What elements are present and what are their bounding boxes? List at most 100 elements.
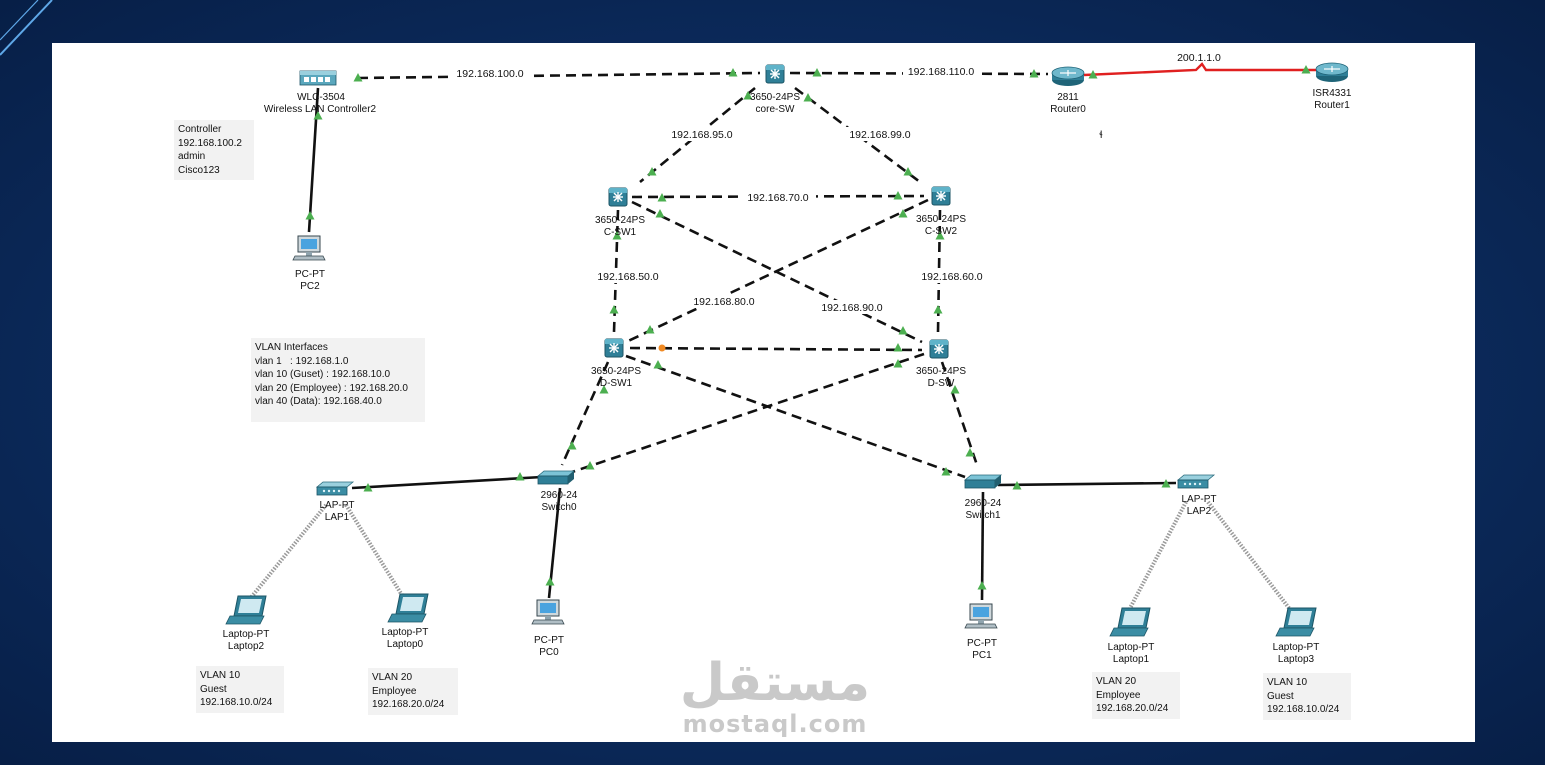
wlc-icon: [299, 70, 337, 86]
link-core-csw1: [639, 86, 756, 184]
switch-icon: [964, 474, 1002, 489]
note-line: Controller: [178, 124, 222, 135]
link-dsw1-dsw2: [629, 346, 923, 352]
switch1-model: 2960-24: [965, 498, 1002, 509]
wireless-lap1-laptop0: [344, 503, 407, 602]
device-labels: WLC-3504 Wireless LAN Controller2 3650-2…: [223, 88, 1352, 665]
link-router0-router1-serial: [1083, 62, 1320, 77]
csw1-device[interactable]: [608, 187, 628, 207]
note-line: Employee: [1096, 689, 1141, 701]
net-label-csw1-dsw2: 192.168.90.0: [821, 302, 882, 314]
pc2-name: PC2: [300, 281, 320, 292]
laptop3-vlan-note: VLAN 10 Guest 192.168.10.0/24: [1263, 673, 1351, 720]
router1-name: Router1: [1314, 100, 1350, 111]
laptop-icon: [1109, 607, 1151, 637]
router-icon: [1051, 66, 1085, 87]
wlc-name: Wireless LAN Controller2: [264, 104, 377, 115]
note-line: VLAN 20: [1096, 676, 1137, 687]
link-switch1-lap2: [997, 481, 1177, 487]
port-indicators: [305, 65, 1311, 590]
core-name: core-SW: [756, 104, 795, 115]
laptop2-device[interactable]: [225, 595, 267, 625]
port-amber-indicator: [658, 344, 666, 352]
wireless-lap2-laptop1: [1126, 501, 1188, 613]
multilayer-switch-icon: [608, 187, 628, 207]
wireless-lap1-laptop2: [247, 503, 328, 602]
multilayer-switch-icon: [931, 186, 951, 206]
csw2-device[interactable]: [931, 186, 951, 206]
switch1-device[interactable]: [964, 474, 1002, 489]
lap2-device[interactable]: [1177, 474, 1215, 489]
lap1-device[interactable]: [316, 481, 354, 496]
laptop1-device[interactable]: [1109, 607, 1151, 637]
router1-model: ISR4331: [1313, 88, 1352, 99]
core-sw-device[interactable]: [765, 64, 785, 84]
note-line: Guest: [1267, 690, 1294, 702]
pc2-device[interactable]: [292, 235, 326, 261]
multilayer-switch-icon: [765, 64, 785, 84]
link-core-csw2: [794, 86, 921, 184]
pc0-name: PC0: [539, 647, 559, 658]
controller-note: Controller 192.168.100.2 admin Cisco123: [174, 120, 254, 180]
access-point-icon: [316, 481, 354, 496]
net-label-core-csw1: 192.168.95.0: [671, 129, 732, 141]
wireless-lap2-laptop3: [1206, 500, 1294, 614]
laptop1-vlan-note: VLAN 20 Employee 192.168.20.0/24: [1092, 672, 1180, 719]
dsw1-model: 3650-24PS: [591, 366, 641, 377]
wlc-device[interactable]: [299, 70, 337, 86]
lap1-model: LAP-PT: [319, 500, 354, 511]
net-label-csw2-dsw1: 192.168.80.0: [693, 296, 754, 308]
laptop3-name: Laptop3: [1278, 654, 1315, 665]
router0-name: Router0: [1050, 104, 1086, 115]
csw1-name: C-SW1: [604, 227, 637, 238]
note-line: 192.168.10.0/24: [1267, 704, 1340, 715]
corner-accent-line: [0, 0, 39, 41]
dsw2-name: D-SW: [928, 378, 955, 389]
laptop-icon: [387, 593, 429, 623]
switch-icon: [537, 470, 575, 485]
laptop-icon: [225, 595, 267, 625]
link-dsw1-switch1: [625, 354, 966, 479]
laptop1-name: Laptop1: [1113, 654, 1150, 665]
dsw2-model: 3650-24PS: [916, 366, 966, 377]
wireless-links: [247, 500, 1294, 614]
multilayer-switch-icon: [604, 338, 624, 358]
network-topology: 192.168.100.0 192.168.110.0 200.1.1.0 19…: [223, 52, 1352, 665]
laptop0-vlan-note: VLAN 20 Employee 192.168.20.0/24: [368, 668, 458, 715]
pc1-device[interactable]: [964, 603, 998, 629]
router1-device[interactable]: [1315, 62, 1349, 83]
stray-mark: ɬ: [1099, 130, 1102, 141]
note-line: vlan 10 (Guset) : 192.168.10.0: [255, 369, 391, 380]
csw2-model: 3650-24PS: [916, 214, 966, 225]
link-csw1-dsw2: [631, 200, 923, 344]
pc0-model: PC-PT: [534, 635, 564, 646]
net-label-csw1-dsw1: 192.168.50.0: [597, 271, 658, 283]
router0-model: 2811: [1057, 92, 1079, 103]
wlc-model: WLC-3504: [297, 92, 345, 103]
laptop-icon: [1275, 607, 1317, 637]
switch0-device[interactable]: [537, 470, 575, 485]
note-line: VLAN 20: [372, 672, 413, 683]
laptop1-model: Laptop-PT: [1108, 642, 1155, 653]
note-line: vlan 40 (Data): 192.168.40.0: [255, 396, 382, 407]
laptop0-device[interactable]: [387, 593, 429, 623]
pc-icon: [964, 603, 998, 629]
router-icon: [1315, 62, 1349, 83]
laptop3-device[interactable]: [1275, 607, 1317, 637]
switch0-model: 2960-24: [541, 490, 578, 501]
pc-icon: [292, 235, 326, 261]
pc-icon: [531, 599, 565, 625]
multilayer-switch-icon: [929, 339, 949, 359]
link-dsw2-switch1: [940, 361, 980, 469]
core-model: 3650-24PS: [750, 92, 800, 103]
net-label-core-router0: 192.168.110.0: [908, 66, 975, 78]
laptop2-model: Laptop-PT: [223, 629, 270, 640]
pc0-device[interactable]: [531, 599, 565, 625]
dsw2-device[interactable]: [929, 339, 949, 359]
links: [307, 71, 1177, 601]
laptop2-vlan-note: VLAN 10 Guest 192.168.10.0/24: [196, 666, 284, 713]
vlan-interfaces-note: VLAN Interfaces vlan 1 : 192.168.1.0 vla…: [251, 338, 425, 422]
dsw1-device[interactable]: [604, 338, 624, 358]
net-label-csw2-dsw2: 192.168.60.0: [921, 271, 982, 283]
router0-device[interactable]: [1051, 66, 1085, 87]
